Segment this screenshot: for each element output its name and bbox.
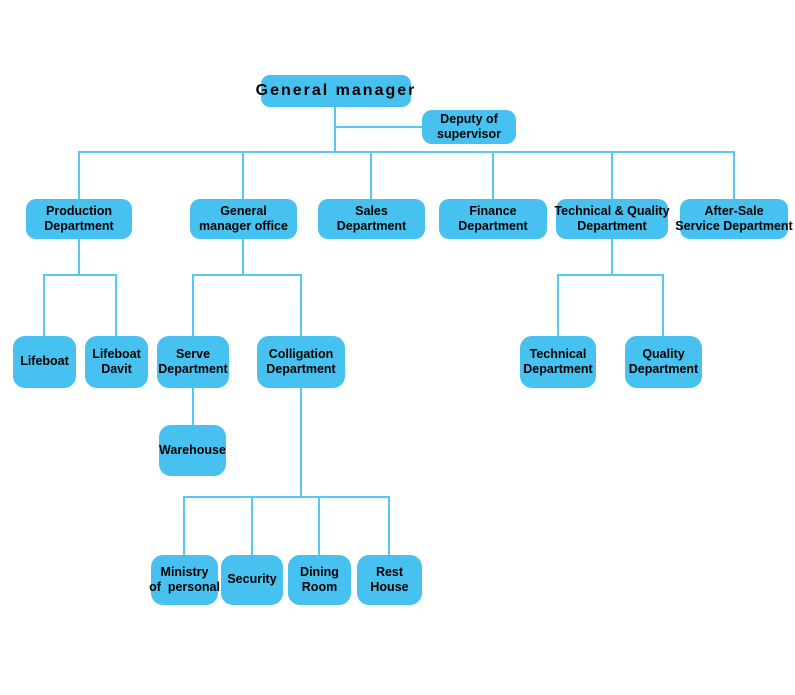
edge-drop-security bbox=[251, 496, 253, 555]
edge-drop-production bbox=[78, 151, 80, 199]
edge-feed-warehouse bbox=[192, 388, 194, 425]
edge-general-manager-trunk bbox=[334, 107, 336, 153]
node-rest-house: Rest House bbox=[357, 555, 422, 605]
edge-drop-technical bbox=[557, 274, 559, 336]
edge-drop-serve bbox=[192, 274, 194, 336]
node-security: Security bbox=[221, 555, 283, 605]
node-general-manager-office: General manager office bbox=[190, 199, 297, 239]
node-technical-department: Technical Department bbox=[520, 336, 596, 388]
node-finance-department: Finance Department bbox=[439, 199, 547, 239]
node-colligation-department: Colligation Department bbox=[257, 336, 345, 388]
node-lifeboat-davit: Lifeboat Davit bbox=[85, 336, 148, 388]
edge-bracket-gm-office bbox=[192, 274, 302, 276]
edge-level2-rail bbox=[78, 151, 735, 153]
edge-deputy-branch bbox=[334, 126, 422, 128]
node-deputy-of-supervisor: Deputy of supervisor bbox=[422, 110, 516, 144]
node-lifeboat: Lifeboat bbox=[13, 336, 76, 388]
edge-feed-production-children bbox=[78, 239, 80, 276]
edge-drop-rest-house bbox=[388, 496, 390, 555]
node-technical-quality-department: Technical & Quality Department bbox=[554, 199, 670, 239]
edge-drop-quality bbox=[662, 274, 664, 336]
edge-feed-gm-office-children bbox=[242, 239, 244, 276]
edge-bracket-tech-quality bbox=[557, 274, 664, 276]
edge-feed-tech-quality-children bbox=[611, 239, 613, 276]
edge-bracket-production bbox=[43, 274, 117, 276]
edge-drop-sales bbox=[370, 151, 372, 199]
edge-drop-gm-office bbox=[242, 151, 244, 199]
node-production-department: Production Department bbox=[26, 199, 132, 239]
node-dining-room: Dining Room bbox=[288, 555, 351, 605]
edge-drop-after-sale bbox=[733, 151, 735, 199]
node-after-sale-service-department: After-Sale Service Department bbox=[675, 199, 793, 239]
node-ministry-of-personal: Ministry of personal bbox=[149, 555, 220, 605]
edge-drop-ministry bbox=[183, 496, 185, 555]
edge-drop-colligation bbox=[300, 274, 302, 336]
node-serve-department: Serve Department bbox=[157, 336, 229, 388]
edge-bracket-colligation bbox=[183, 496, 390, 498]
node-quality-department: Quality Department bbox=[625, 336, 702, 388]
edge-drop-dining bbox=[318, 496, 320, 555]
node-warehouse: Warehouse bbox=[159, 425, 226, 476]
node-general-manager: General manager bbox=[256, 75, 414, 107]
edge-drop-lifeboat-davit bbox=[115, 274, 117, 336]
edge-drop-lifeboat bbox=[43, 274, 45, 336]
node-sales-department: Sales Department bbox=[318, 199, 425, 239]
edge-drop-tech-quality bbox=[611, 151, 613, 199]
edge-feed-colligation-children bbox=[300, 388, 302, 498]
edge-drop-finance bbox=[492, 151, 494, 199]
